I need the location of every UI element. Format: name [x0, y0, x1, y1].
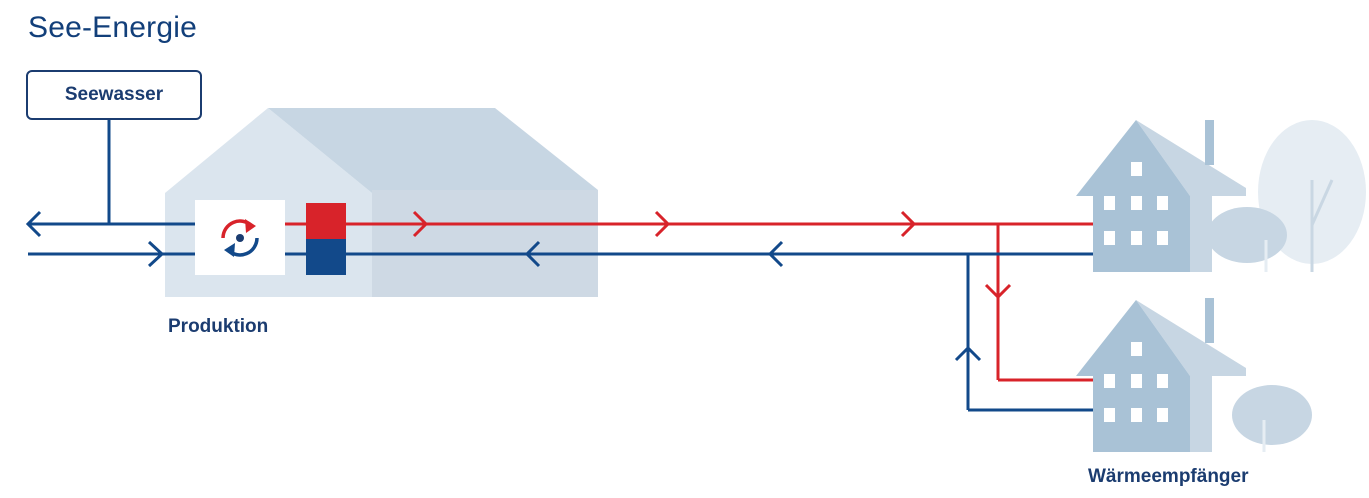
lower-house-side	[1190, 376, 1212, 452]
upper-trees	[1207, 120, 1366, 272]
storage-cold-section	[306, 239, 346, 275]
supply-arrow-2	[654, 210, 671, 238]
storage-hot-section	[306, 203, 346, 239]
seawater-in-arrow	[147, 240, 165, 268]
lower-house-chimney	[1205, 298, 1214, 343]
upper-window-r2c2	[1131, 231, 1142, 245]
heat-pump-blue-arrowhead	[224, 243, 235, 257]
lower-window-r2c3	[1157, 408, 1168, 422]
building-side-wall	[372, 190, 598, 297]
production-label: Produktion	[168, 316, 269, 337]
supply-arrow-3	[900, 210, 917, 238]
lower-house-roof	[1136, 300, 1246, 376]
lower-window-top	[1131, 342, 1142, 356]
bush-tree-icon	[1207, 207, 1287, 263]
seawater-out-arrow	[25, 210, 42, 238]
seewasser-label-box: Seewasser	[26, 70, 202, 120]
upper-house-roof	[1136, 120, 1246, 196]
upper-window-r1c2	[1131, 196, 1142, 210]
upper-window-r1c1	[1104, 196, 1115, 210]
lower-house	[1076, 298, 1246, 452]
lower-window-r2c2	[1131, 408, 1142, 422]
lower-window-r2c1	[1104, 408, 1115, 422]
upper-house-side	[1190, 196, 1212, 272]
upper-window-top	[1131, 162, 1142, 176]
upper-window-r2c1	[1104, 231, 1115, 245]
upper-window-r2c3	[1157, 231, 1168, 245]
lower-bush-tree-icon	[1232, 385, 1312, 445]
building-roof	[268, 108, 598, 193]
upper-house-chimney	[1205, 120, 1214, 165]
heat-pump-unit	[195, 200, 285, 275]
upper-window-r1c3	[1157, 196, 1168, 210]
lower-window-r1c1	[1104, 374, 1115, 388]
upper-house	[1076, 120, 1246, 272]
lower-window-r1c2	[1131, 374, 1142, 388]
lower-tree	[1232, 385, 1312, 452]
tall-tree-branch	[1310, 179, 1334, 226]
supply-arrow-down	[984, 283, 1012, 300]
heat-consumer-label: Wärmeempfänger	[1088, 466, 1249, 487]
return-arrow-1	[524, 240, 541, 268]
return-arrow-up	[954, 345, 982, 362]
heat-pump-center-dot	[236, 234, 244, 242]
heat-pump-red-arrowhead	[245, 219, 256, 233]
seewasser-label: Seewasser	[64, 84, 164, 105]
diagram-title: See-Energie	[28, 11, 197, 44]
return-arrow-2	[767, 240, 784, 268]
lower-window-r1c3	[1157, 374, 1168, 388]
supply-arrow-1	[412, 210, 429, 238]
